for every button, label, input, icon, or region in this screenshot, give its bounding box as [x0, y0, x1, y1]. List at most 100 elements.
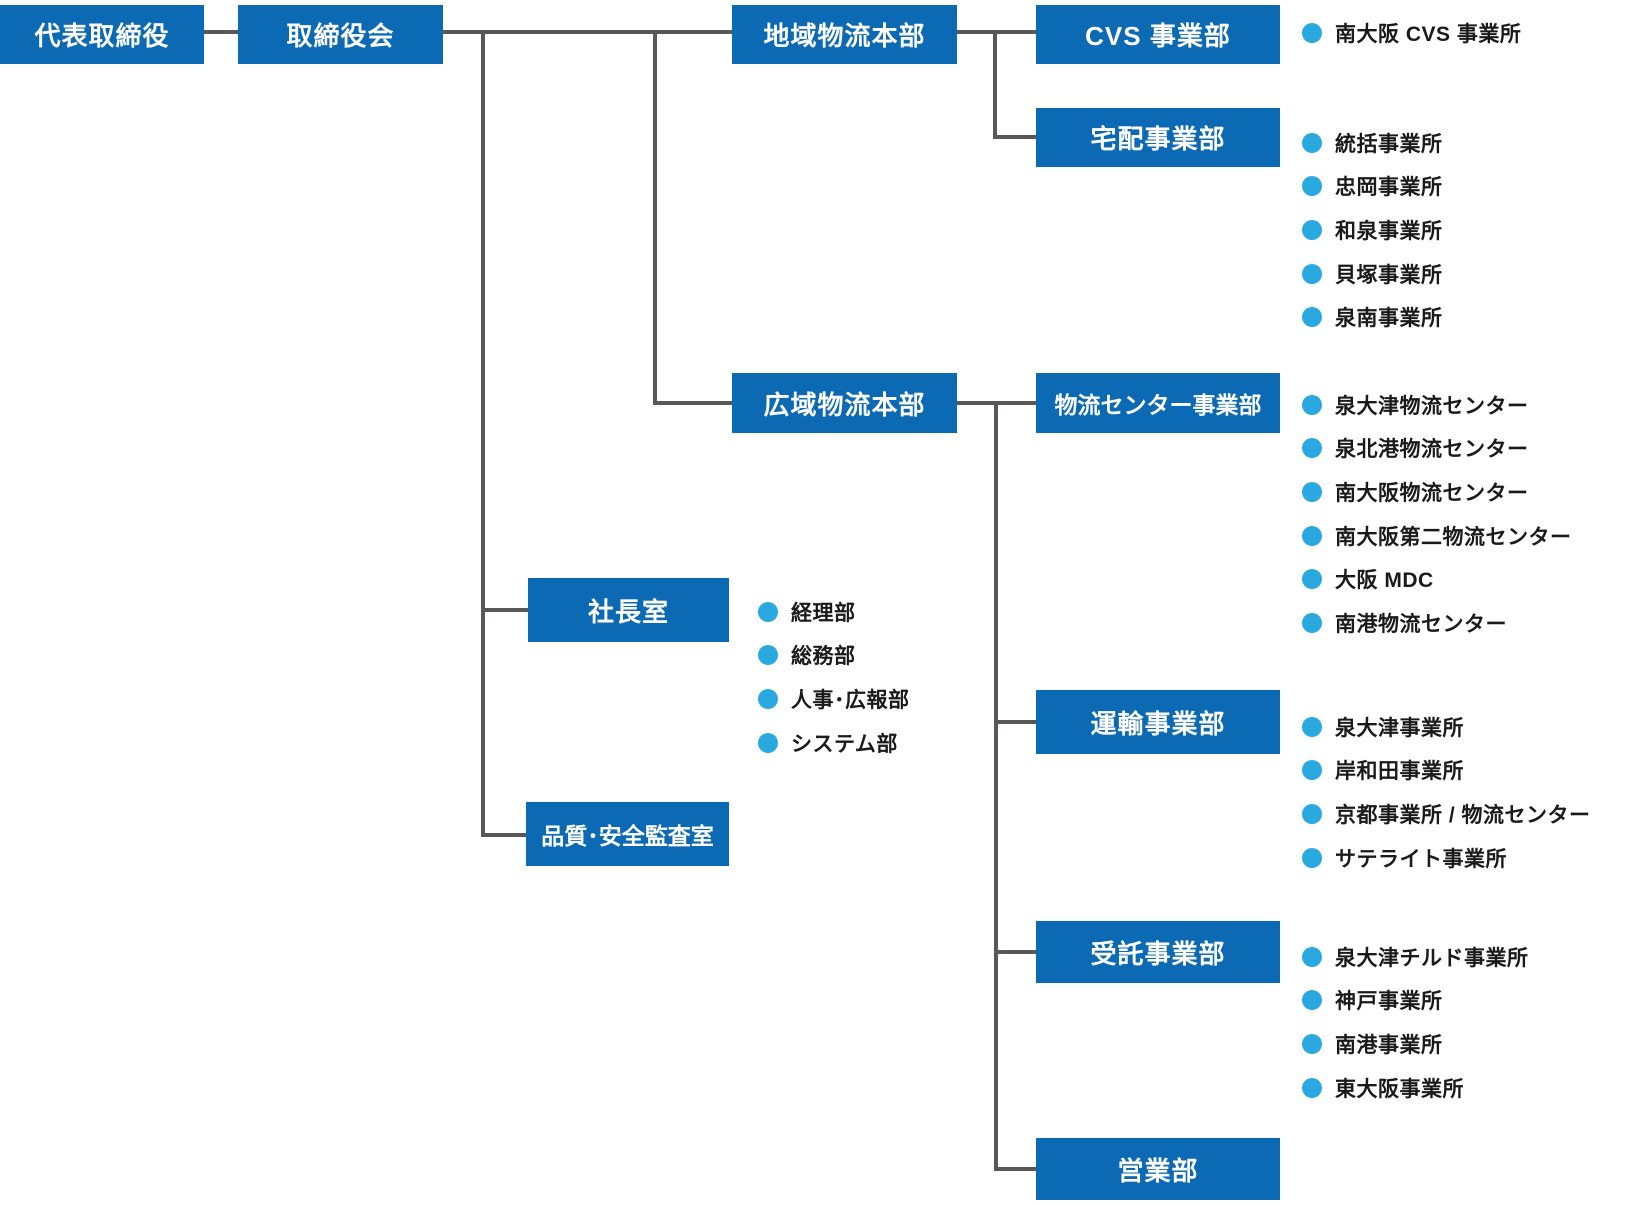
org-node-label: 受託事業部 — [1090, 938, 1226, 969]
bullet-dot-icon — [758, 645, 778, 666]
bullet-dot-icon — [1302, 176, 1322, 197]
connector-line — [483, 833, 526, 837]
org-node-label: 地域物流本部 — [763, 21, 926, 51]
bullet-dot-icon — [1302, 1033, 1322, 1054]
office-label: 泉大津物流センター — [1335, 394, 1529, 418]
office-label: 岸和田事業所 — [1335, 760, 1464, 784]
list-item: 大阪 MDC — [1302, 557, 1572, 601]
list-item: 京都事業所 / 物流センター — [1302, 792, 1591, 836]
org-node-cvs-division: CVS 事業部 — [1036, 5, 1280, 64]
org-node-label: 品質･安全監査室 — [541, 823, 714, 849]
list-item: 人事･広報部 — [758, 677, 910, 721]
bullet-dot-icon — [1302, 1077, 1322, 1098]
bullet-dot-icon — [1302, 132, 1322, 153]
connector-line — [993, 30, 997, 139]
office-label: 統括事業所 — [1335, 132, 1443, 156]
office-label: 東大阪事業所 — [1335, 1077, 1464, 1101]
bullet-dot-icon — [1302, 990, 1322, 1011]
org-node-label: 社長室 — [587, 596, 669, 627]
list-item: 貝塚事業所 — [1302, 252, 1443, 296]
connector-line — [483, 608, 528, 612]
bullet-dot-icon — [1302, 946, 1322, 967]
office-label: 和泉事業所 — [1335, 219, 1443, 243]
bullet-dot-icon — [1302, 307, 1322, 328]
office-label: 貝塚事業所 — [1335, 263, 1443, 287]
cvs-office-list: 南大阪 CVS 事業所 — [1302, 11, 1521, 55]
org-node-label: 宅配事業部 — [1090, 124, 1226, 154]
list-item: 総務部 — [758, 634, 910, 678]
list-item: 岸和田事業所 — [1302, 749, 1591, 793]
list-item: 経理部 — [758, 590, 910, 634]
office-label: サテライト事業所 — [1335, 847, 1507, 871]
connector-line — [995, 135, 1036, 139]
connector-line — [996, 720, 1036, 724]
bullet-dot-icon — [1302, 263, 1322, 284]
dept-label: 総務部 — [791, 645, 856, 669]
bullet-dot-icon — [1302, 219, 1322, 240]
delivery-office-list: 統括事業所 忠岡事業所 和泉事業所 貝塚事業所 泉南事業所 — [1302, 121, 1443, 339]
org-node-transport-division: 運輸事業部 — [1036, 690, 1280, 754]
bullet-dot-icon — [758, 732, 778, 753]
org-node-logistics-center-division: 物流センター事業部 — [1036, 373, 1280, 433]
bullet-dot-icon — [1302, 438, 1322, 459]
office-label: 忠岡事業所 — [1335, 176, 1443, 200]
dept-label: システム部 — [791, 732, 898, 756]
office-label: 南大阪物流センター — [1335, 481, 1529, 505]
list-item: 南大阪第二物流センター — [1302, 514, 1572, 558]
office-label: 南港物流センター — [1335, 612, 1507, 636]
bullet-dot-icon — [1302, 803, 1322, 824]
bullet-dot-icon — [1302, 481, 1322, 502]
org-node-regional-logistics-hq: 地域物流本部 — [732, 5, 957, 64]
list-item: 和泉事業所 — [1302, 208, 1443, 252]
org-node-label: CVS 事業部 — [1085, 21, 1231, 51]
bullet-dot-icon — [1302, 760, 1322, 781]
list-item: 南大阪物流センター — [1302, 470, 1572, 514]
connector-line — [996, 950, 1036, 954]
office-label: 神戸事業所 — [1335, 990, 1443, 1014]
bullet-dot-icon — [1302, 716, 1322, 737]
dept-label: 人事･広報部 — [791, 688, 910, 712]
list-item: 東大阪事業所 — [1302, 1066, 1529, 1110]
list-item: 泉北港物流センター — [1302, 427, 1572, 471]
org-node-presidents-office: 社長室 — [528, 578, 729, 642]
bullet-dot-icon — [1302, 394, 1322, 415]
org-node-board-of-directors: 取締役会 — [238, 5, 443, 64]
bullet-dot-icon — [758, 688, 778, 709]
list-item: 泉大津事業所 — [1302, 705, 1591, 749]
bullet-dot-icon — [1302, 569, 1322, 590]
office-label: 泉大津チルド事業所 — [1335, 946, 1529, 970]
org-node-sales-division: 営業部 — [1036, 1138, 1280, 1200]
office-label: 泉南事業所 — [1335, 307, 1443, 331]
list-item: 南大阪 CVS 事業所 — [1302, 11, 1521, 55]
list-item: サテライト事業所 — [1302, 836, 1591, 880]
org-node-label: 物流センター事業部 — [1054, 392, 1262, 418]
org-node-label: 広域物流本部 — [763, 389, 926, 420]
org-node-representative-director: 代表取締役 — [0, 5, 204, 64]
list-item: システム部 — [758, 721, 910, 765]
transport-office-list: 泉大津事業所 岸和田事業所 京都事業所 / 物流センター サテライト事業所 — [1302, 705, 1591, 879]
connector-line — [443, 30, 732, 34]
dept-label: 経理部 — [791, 601, 856, 625]
office-label: 南大阪第二物流センター — [1335, 525, 1572, 549]
list-item: 泉南事業所 — [1302, 295, 1443, 339]
bullet-dot-icon — [758, 601, 778, 622]
office-label: 泉北港物流センター — [1335, 438, 1529, 462]
org-node-label: 営業部 — [1117, 1155, 1199, 1186]
list-item: 忠岡事業所 — [1302, 165, 1443, 209]
connector-line — [204, 30, 238, 34]
org-node-delivery-division: 宅配事業部 — [1036, 108, 1280, 167]
bullet-dot-icon — [1302, 525, 1322, 546]
connector-line — [481, 30, 485, 837]
list-item: 泉大津チルド事業所 — [1302, 935, 1529, 979]
org-node-label: 代表取締役 — [34, 21, 170, 51]
org-node-wide-area-logistics-hq: 広域物流本部 — [732, 373, 957, 433]
office-label: 南港事業所 — [1335, 1033, 1443, 1057]
connector-line — [994, 401, 998, 1171]
office-label: 京都事業所 / 物流センター — [1335, 803, 1591, 827]
office-label: 大阪 MDC — [1335, 569, 1434, 593]
list-item: 統括事業所 — [1302, 121, 1443, 165]
bullet-dot-icon — [1302, 847, 1322, 868]
org-node-label: 取締役会 — [286, 21, 395, 51]
list-item: 南港物流センター — [1302, 601, 1572, 645]
